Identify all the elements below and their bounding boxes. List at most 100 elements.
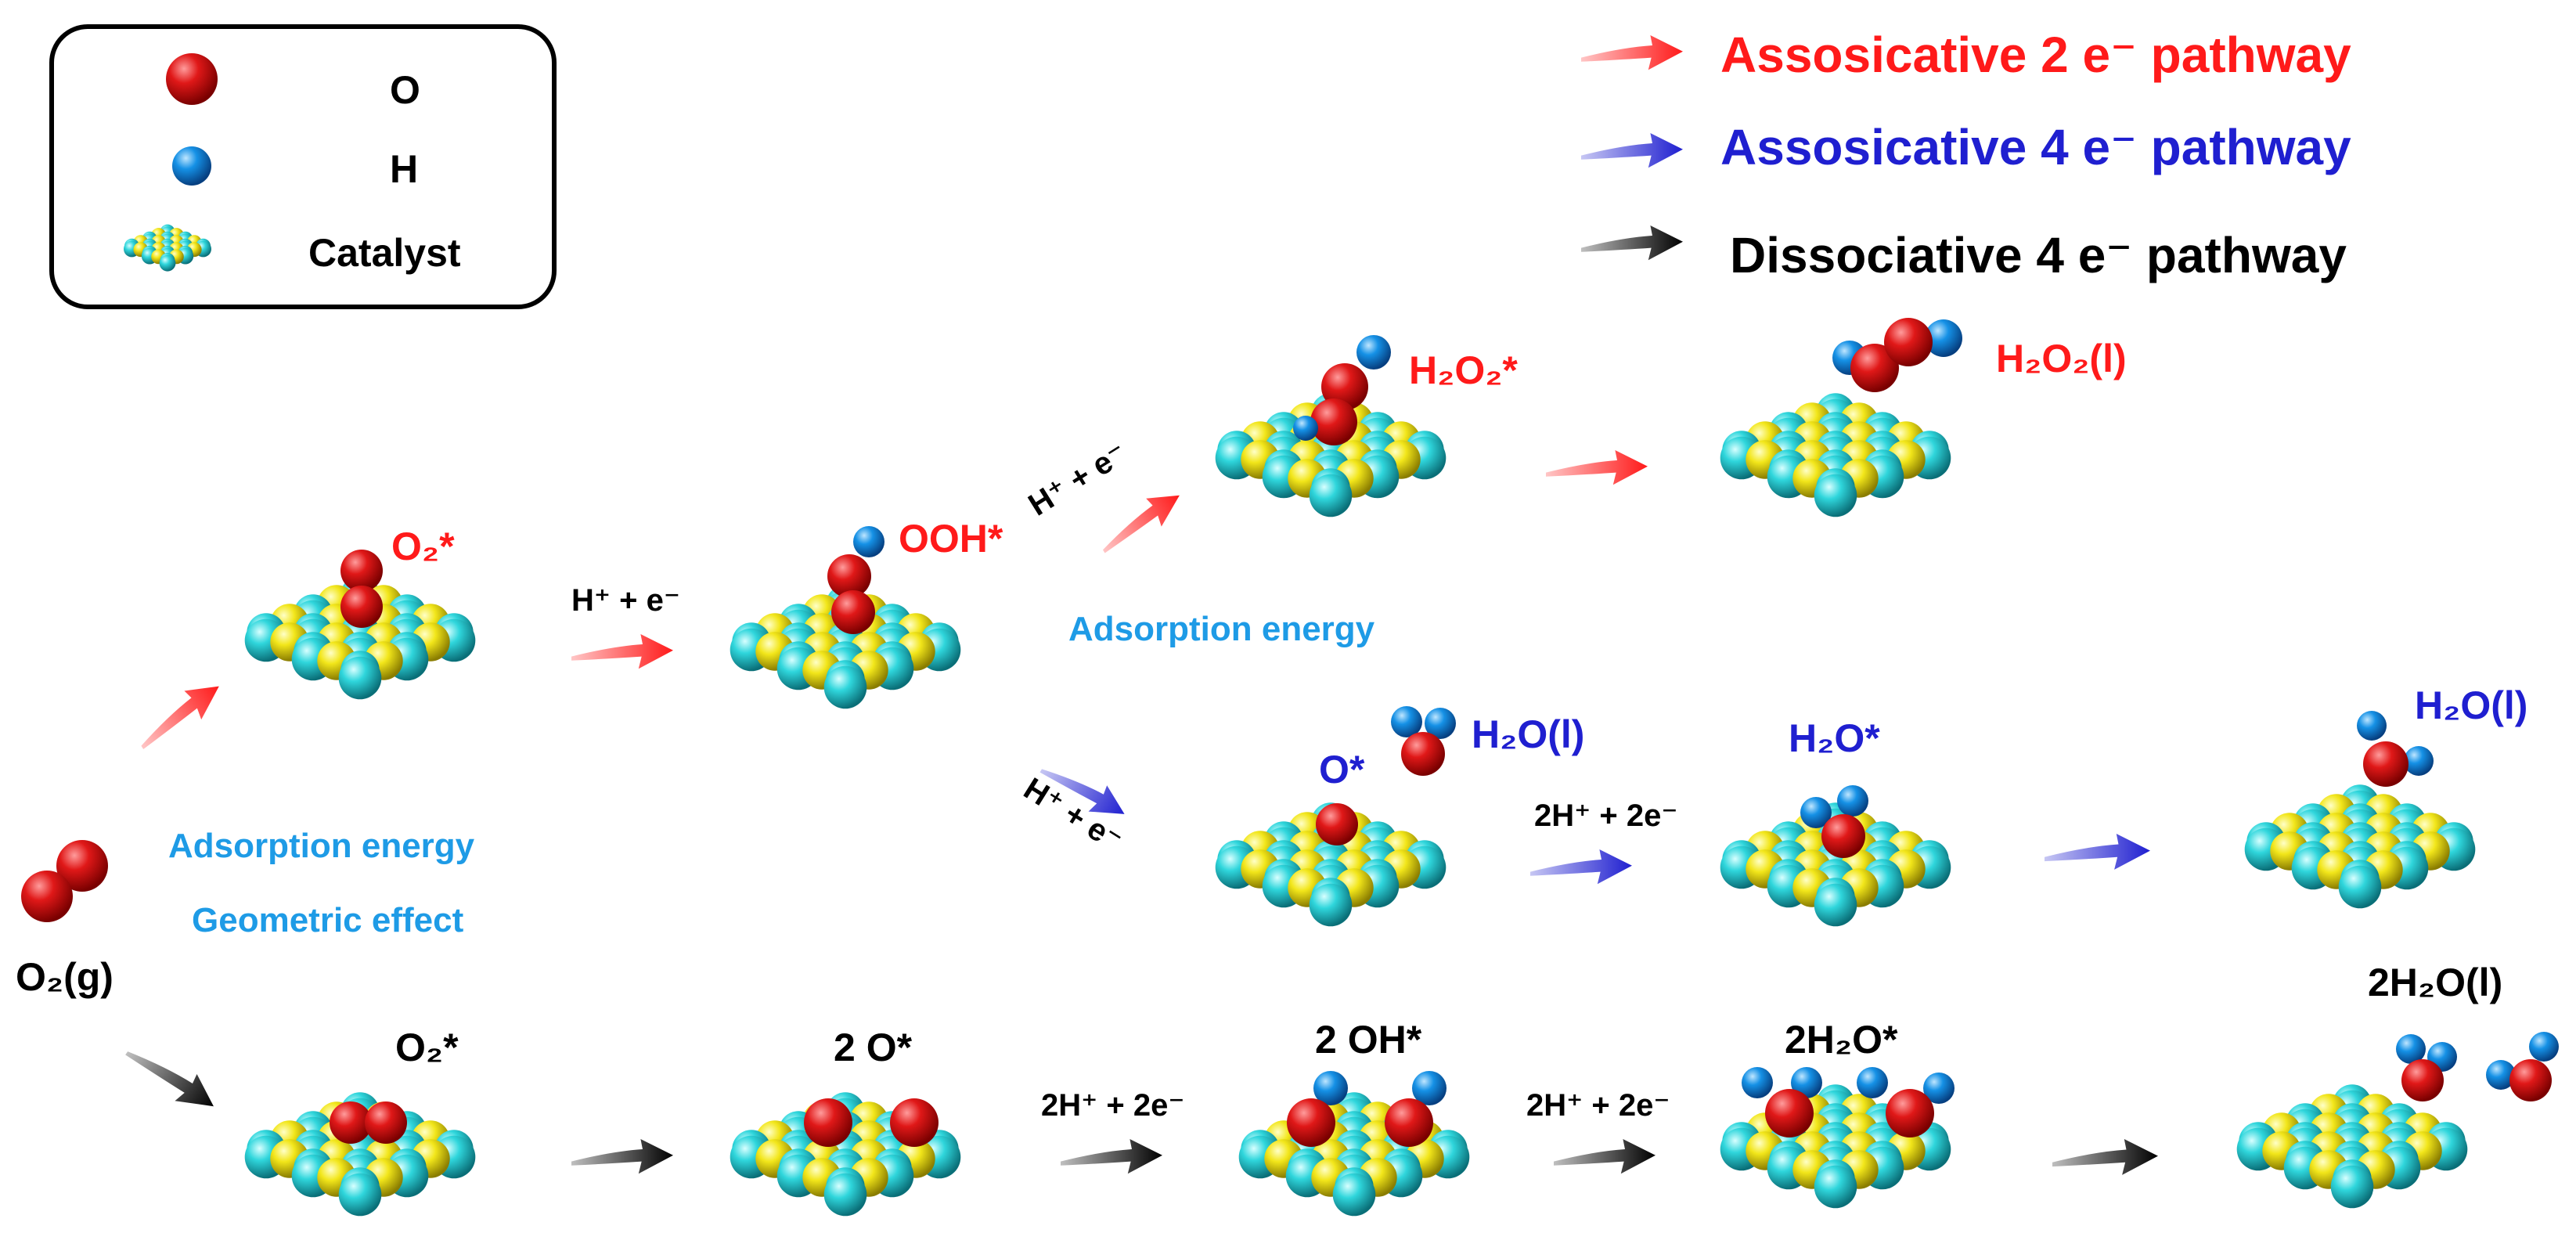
pathway-arrow-black xyxy=(1581,225,1683,261)
arrow-blue-o-to-h2o xyxy=(1530,849,1632,885)
label-blue-h2o-liquid-2: H₂O(l) xyxy=(2415,683,2527,727)
black-2h2o-l-oxygen-1 xyxy=(2401,1059,2444,1101)
h2o2-l-oxygen-1 xyxy=(1850,344,1899,392)
black-2h2o-l-oxygen-2 xyxy=(2509,1059,2552,1101)
black-2oh-oxygen-1 xyxy=(1287,1098,1335,1147)
arrow-black-2o-to-2oh xyxy=(1061,1139,1162,1174)
slab-red-h2o2 xyxy=(1215,393,1447,517)
arrow-black-o2g-to-o2 xyxy=(121,1033,224,1122)
h2o2-ads-hydrogen-1 xyxy=(1356,335,1391,370)
black-2oh-hydrogen-1 xyxy=(1313,1071,1348,1105)
label-red-step-1: H⁺ + e⁻ xyxy=(571,583,680,618)
label-blue-h2o-liquid-1: H₂O(l) xyxy=(1472,712,1584,756)
ooh-oxygen-1 xyxy=(827,554,871,598)
legend-oxygen-atom xyxy=(166,53,218,105)
blue-o-oxygen xyxy=(1316,803,1358,845)
pathway-arrow-red xyxy=(1581,35,1683,70)
red-o2-oxygen-1 xyxy=(340,550,383,592)
h2o2-ads-oxygen-1 xyxy=(1321,363,1368,410)
label-black-2o-ads: 2 O* xyxy=(834,1026,913,1069)
blue-h2o-l2-hydrogen-2 xyxy=(2404,746,2434,776)
label-black-2h2o-liquid: 2H₂O(l) xyxy=(2368,961,2502,1004)
blue-h2o-ads-hydrogen-1 xyxy=(1800,797,1832,828)
molecules xyxy=(21,318,2559,1147)
label-red-ooh-ads: OOH* xyxy=(899,517,1003,561)
black-2h2o-ads-hydrogen-2 xyxy=(1791,1067,1822,1098)
legend-catalyst-icon xyxy=(124,224,211,272)
red-o2-oxygen-2 xyxy=(340,586,383,628)
black-o2-oxygen-2 xyxy=(365,1101,407,1144)
o2g-oxygen-2 xyxy=(21,871,73,922)
label-black-step-1: 2H⁺ + 2e⁻ xyxy=(1041,1088,1184,1123)
arrow-red-h2o2-to-h2o2l xyxy=(1546,450,1648,485)
label-black-step-2: 2H⁺ + 2e⁻ xyxy=(1526,1088,1670,1123)
pathway-label-4e-dissociative: Dissociative 4 e⁻ pathway xyxy=(1730,227,2347,283)
label-annotation-adsorption-middle: Adsorption energy xyxy=(1068,610,1375,648)
pathway-arrow-blue xyxy=(1581,133,1683,168)
label-annotation-geometric: Geometric effect xyxy=(192,901,464,939)
h2o2-l-oxygen-2 xyxy=(1884,318,1933,366)
blue-h2o-l2-hydrogen-1 xyxy=(2357,711,2387,741)
label-red-step-2: H⁺ + e⁻ xyxy=(1022,436,1133,523)
pathway-label-4e-associative: Assosicative 4 e⁻ pathway xyxy=(1720,119,2351,175)
legend-hydrogen-label: H xyxy=(390,147,418,191)
slab-black-2h2o-liquid xyxy=(2236,1084,2468,1209)
label-blue-step-2: 2H⁺ + 2e⁻ xyxy=(1534,799,1677,833)
ooh-hydrogen xyxy=(853,526,884,557)
blue-h2o-l2-oxygen xyxy=(2363,741,2408,787)
black-2h2o-l-hydrogen-3 xyxy=(2486,1060,2516,1090)
blue-h2o-ads-hydrogen-2 xyxy=(1837,785,1868,817)
black-2o-oxygen-2 xyxy=(890,1098,939,1147)
label-red-h2o2-ads: H₂O₂* xyxy=(1409,348,1518,392)
blue-h2o-l1-hydrogen-2 xyxy=(1425,708,1456,739)
label-red-h2o2-liquid: H₂O₂(l) xyxy=(1996,337,2127,380)
legend-slab-balls xyxy=(124,224,211,272)
arrow-red-o2g-to-o2 xyxy=(129,673,229,756)
black-2h2o-l-hydrogen-1 xyxy=(2396,1034,2426,1064)
black-2oh-hydrogen-2 xyxy=(1412,1071,1447,1105)
ooh-oxygen-2 xyxy=(831,590,875,634)
label-blue-h2o-ads: H₂O* xyxy=(1789,716,1880,760)
arrow-blue-h2o-to-h2ol xyxy=(2045,834,2150,870)
arrow-red-o2-to-ooh xyxy=(571,634,673,669)
blue-h2o-ads-oxygen xyxy=(1821,814,1865,858)
legend-hydrogen-atom xyxy=(172,146,211,186)
black-2h2o-ads-hydrogen-1 xyxy=(1742,1067,1773,1098)
label-blue-o-ads: O* xyxy=(1319,748,1365,791)
black-2h2o-ads-hydrogen-3 xyxy=(1857,1067,1888,1098)
black-2h2o-ads-oxygen-1 xyxy=(1765,1089,1814,1137)
blue-h2o-l1-hydrogen-1 xyxy=(1391,706,1422,737)
black-2o-oxygen-1 xyxy=(804,1098,852,1147)
h2o2-ads-oxygen-2 xyxy=(1310,398,1357,445)
slab-red-o2 xyxy=(244,575,476,700)
label-o2g: O₂(g) xyxy=(16,955,113,999)
pathway-legend: Assosicative 2 e⁻ pathway Assosicative 4… xyxy=(1581,27,2351,283)
label-black-o2-ads: O₂* xyxy=(395,1026,459,1069)
o2g-oxygen-1 xyxy=(56,840,108,892)
arrow-black-2h2o-to-2h2ol xyxy=(2052,1139,2158,1175)
catalyst-slabs xyxy=(244,393,2476,1217)
blue-h2o-l1-oxygen xyxy=(1401,732,1445,776)
slab-black-2oh xyxy=(1238,1092,1470,1217)
black-2oh-oxygen-2 xyxy=(1385,1098,1433,1147)
arrow-black-o2-to-2o xyxy=(571,1139,673,1174)
species-labels: O₂(g) Adsorption energy Geometric effect… xyxy=(16,337,2527,1123)
arrow-black-2oh-to-2h2o xyxy=(1554,1139,1655,1174)
label-black-2h2o-ads: 2H₂O* xyxy=(1785,1018,1898,1062)
h2o2-ads-hydrogen-2 xyxy=(1293,416,1318,441)
pathway-label-2e-associative: Assosicative 2 e⁻ pathway xyxy=(1720,27,2351,83)
label-black-2oh-ads: 2 OH* xyxy=(1315,1018,1422,1062)
legend-catalyst-label: Catalyst xyxy=(308,231,461,275)
black-2h2o-l-hydrogen-4 xyxy=(2529,1032,2559,1062)
black-o2-oxygen-1 xyxy=(330,1101,372,1144)
h2o2-l-hydrogen-2 xyxy=(1925,319,1962,357)
label-annotation-adsorption-left: Adsorption energy xyxy=(168,827,475,865)
black-2h2o-ads-oxygen-2 xyxy=(1886,1089,1934,1137)
legend-frame xyxy=(49,24,557,309)
arrow-red-ooh-to-h2o2 xyxy=(1092,482,1189,560)
label-red-o2-ads: O₂* xyxy=(391,525,455,568)
slab-blue-h2o-liquid xyxy=(2244,784,2476,909)
slab-red-h2o2-liquid xyxy=(1720,393,1951,517)
legend-oxygen-label: O xyxy=(390,68,420,112)
